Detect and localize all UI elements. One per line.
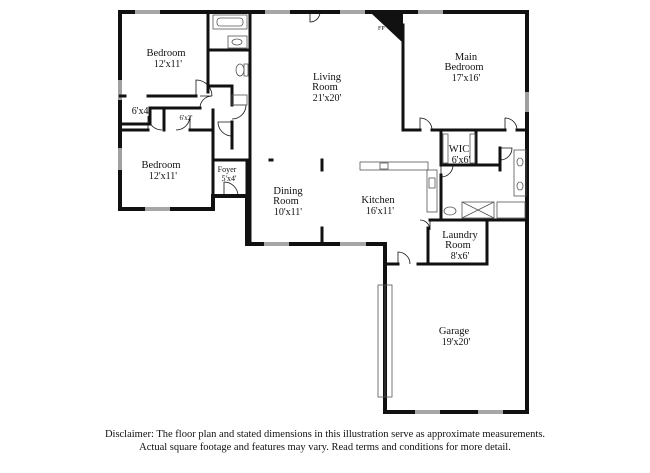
main-vanity [513, 149, 527, 197]
room-foyer: Foyer 5'x4' [218, 159, 241, 183]
main-tub [496, 201, 526, 219]
toilet [235, 63, 245, 77]
bathtub [212, 14, 248, 30]
room-labels: Bedroom 12'x11' 6'x4' 6'x2' Bedroom 12'x… [132, 43, 487, 348]
disclaimer-line-1: Disclaimer: The floor plan and stated di… [104, 429, 546, 440]
vanity [227, 35, 248, 49]
room-name-line-2: Room [273, 196, 299, 207]
room-bedroom-sw: Bedroom 12'x11' [141, 155, 184, 182]
windows [117, 9, 530, 415]
room-bedroom-nw: Bedroom 12'x11' [146, 43, 189, 70]
disclaimer-line-2: Actual square footage and features may v… [139, 442, 511, 453]
fireplace-label: FP [378, 26, 385, 32]
shower [461, 201, 495, 219]
fireplace [372, 14, 403, 43]
kitchen-counter [359, 161, 429, 171]
doors [147, 11, 518, 265]
room-closet-a: 6'x4' [132, 106, 151, 117]
interior-walls [118, 10, 529, 266]
exterior-walls [118, 10, 529, 414]
room-name-line-2: Bedroom [444, 62, 483, 73]
disclaimer: Disclaimer: The floor plan and stated di… [0, 428, 650, 454]
linen-closet [231, 94, 248, 106]
room-closet-b: 6'x2' [179, 114, 192, 122]
wic-shelf [442, 133, 449, 164]
room-kitchen: Kitchen 16'x11' [361, 190, 398, 217]
room-wic: WIC 6'x6' [449, 139, 473, 166]
room-name-line-2: Room [312, 82, 338, 93]
fixtures [212, 14, 527, 398]
room-name-line-2: Room [445, 240, 471, 251]
kitchen-counter-side [426, 169, 438, 213]
main-toilet [443, 206, 457, 216]
room-garage: Garage 19'x20' [439, 321, 473, 348]
